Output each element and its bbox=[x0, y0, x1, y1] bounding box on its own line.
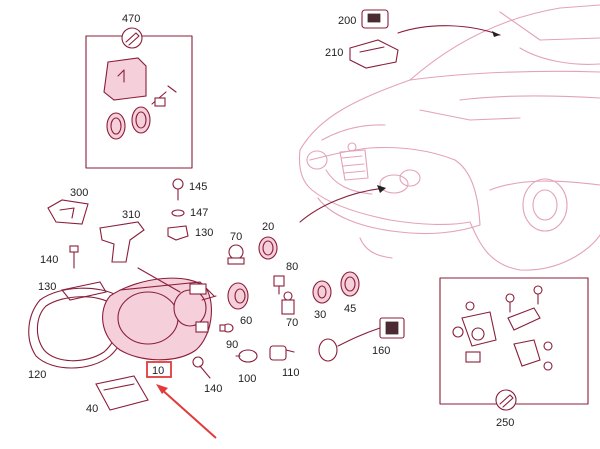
callout-140-bottom: 140 bbox=[204, 383, 222, 395]
callout-210: 210 bbox=[325, 47, 343, 59]
bulb-100 bbox=[235, 349, 258, 363]
control-unit-40 bbox=[95, 375, 149, 411]
callout-470: 470 bbox=[122, 13, 140, 25]
callout-60: 60 bbox=[240, 315, 252, 327]
bulb-70a bbox=[227, 244, 245, 265]
callout-30: 30 bbox=[314, 309, 326, 321]
callout-100: 100 bbox=[238, 373, 256, 385]
callout-70-bottom: 70 bbox=[286, 317, 298, 329]
part-300 bbox=[47, 199, 89, 225]
callout-200: 200 bbox=[338, 15, 356, 27]
bulb-70b bbox=[281, 291, 295, 315]
screw-140a bbox=[69, 245, 79, 269]
part-310 bbox=[99, 221, 145, 263]
callout-250: 250 bbox=[496, 417, 514, 429]
callout-45: 45 bbox=[344, 303, 356, 315]
callout-140-left: 140 bbox=[40, 254, 58, 266]
bracket-kit-box-250 bbox=[439, 277, 589, 411]
headlamp-assembly bbox=[28, 267, 217, 369]
callout-147: 147 bbox=[190, 207, 208, 219]
callout-300: 300 bbox=[70, 187, 88, 199]
car-illustration bbox=[298, 4, 600, 271]
callout-310: 310 bbox=[122, 209, 140, 221]
bulb-80 bbox=[273, 275, 285, 295]
bulb-kit-box-470 bbox=[85, 27, 193, 169]
gasket-130b bbox=[61, 281, 107, 301]
callout-70-top: 70 bbox=[230, 231, 242, 243]
part-200-210 bbox=[349, 9, 399, 69]
bracket-130a bbox=[167, 225, 189, 241]
callout-40: 40 bbox=[86, 403, 98, 415]
callout-10-highlight bbox=[146, 361, 172, 378]
callout-80: 80 bbox=[286, 261, 298, 273]
callout-10: 10 bbox=[152, 365, 164, 377]
ring-45 bbox=[340, 271, 360, 297]
ring-20 bbox=[258, 236, 278, 260]
callout-90: 90 bbox=[226, 339, 238, 351]
callout-160: 160 bbox=[372, 345, 390, 357]
socket-110 bbox=[269, 345, 295, 361]
screw-145-147 bbox=[171, 178, 185, 217]
cover-60 bbox=[227, 282, 249, 310]
screw-140b bbox=[192, 356, 211, 379]
harness-160 bbox=[318, 317, 405, 362]
callout-120: 120 bbox=[28, 369, 46, 381]
callout-20: 20 bbox=[262, 221, 274, 233]
callout-145: 145 bbox=[189, 181, 207, 193]
callout-labels: 470 200 210 300 310 145 147 130 140 130 … bbox=[28, 13, 514, 429]
bulb-90 bbox=[219, 323, 234, 333]
ring-30 bbox=[312, 280, 332, 304]
callout-110: 110 bbox=[282, 367, 300, 379]
callout-130-top: 130 bbox=[195, 227, 213, 239]
callout-130-left: 130 bbox=[38, 281, 56, 293]
